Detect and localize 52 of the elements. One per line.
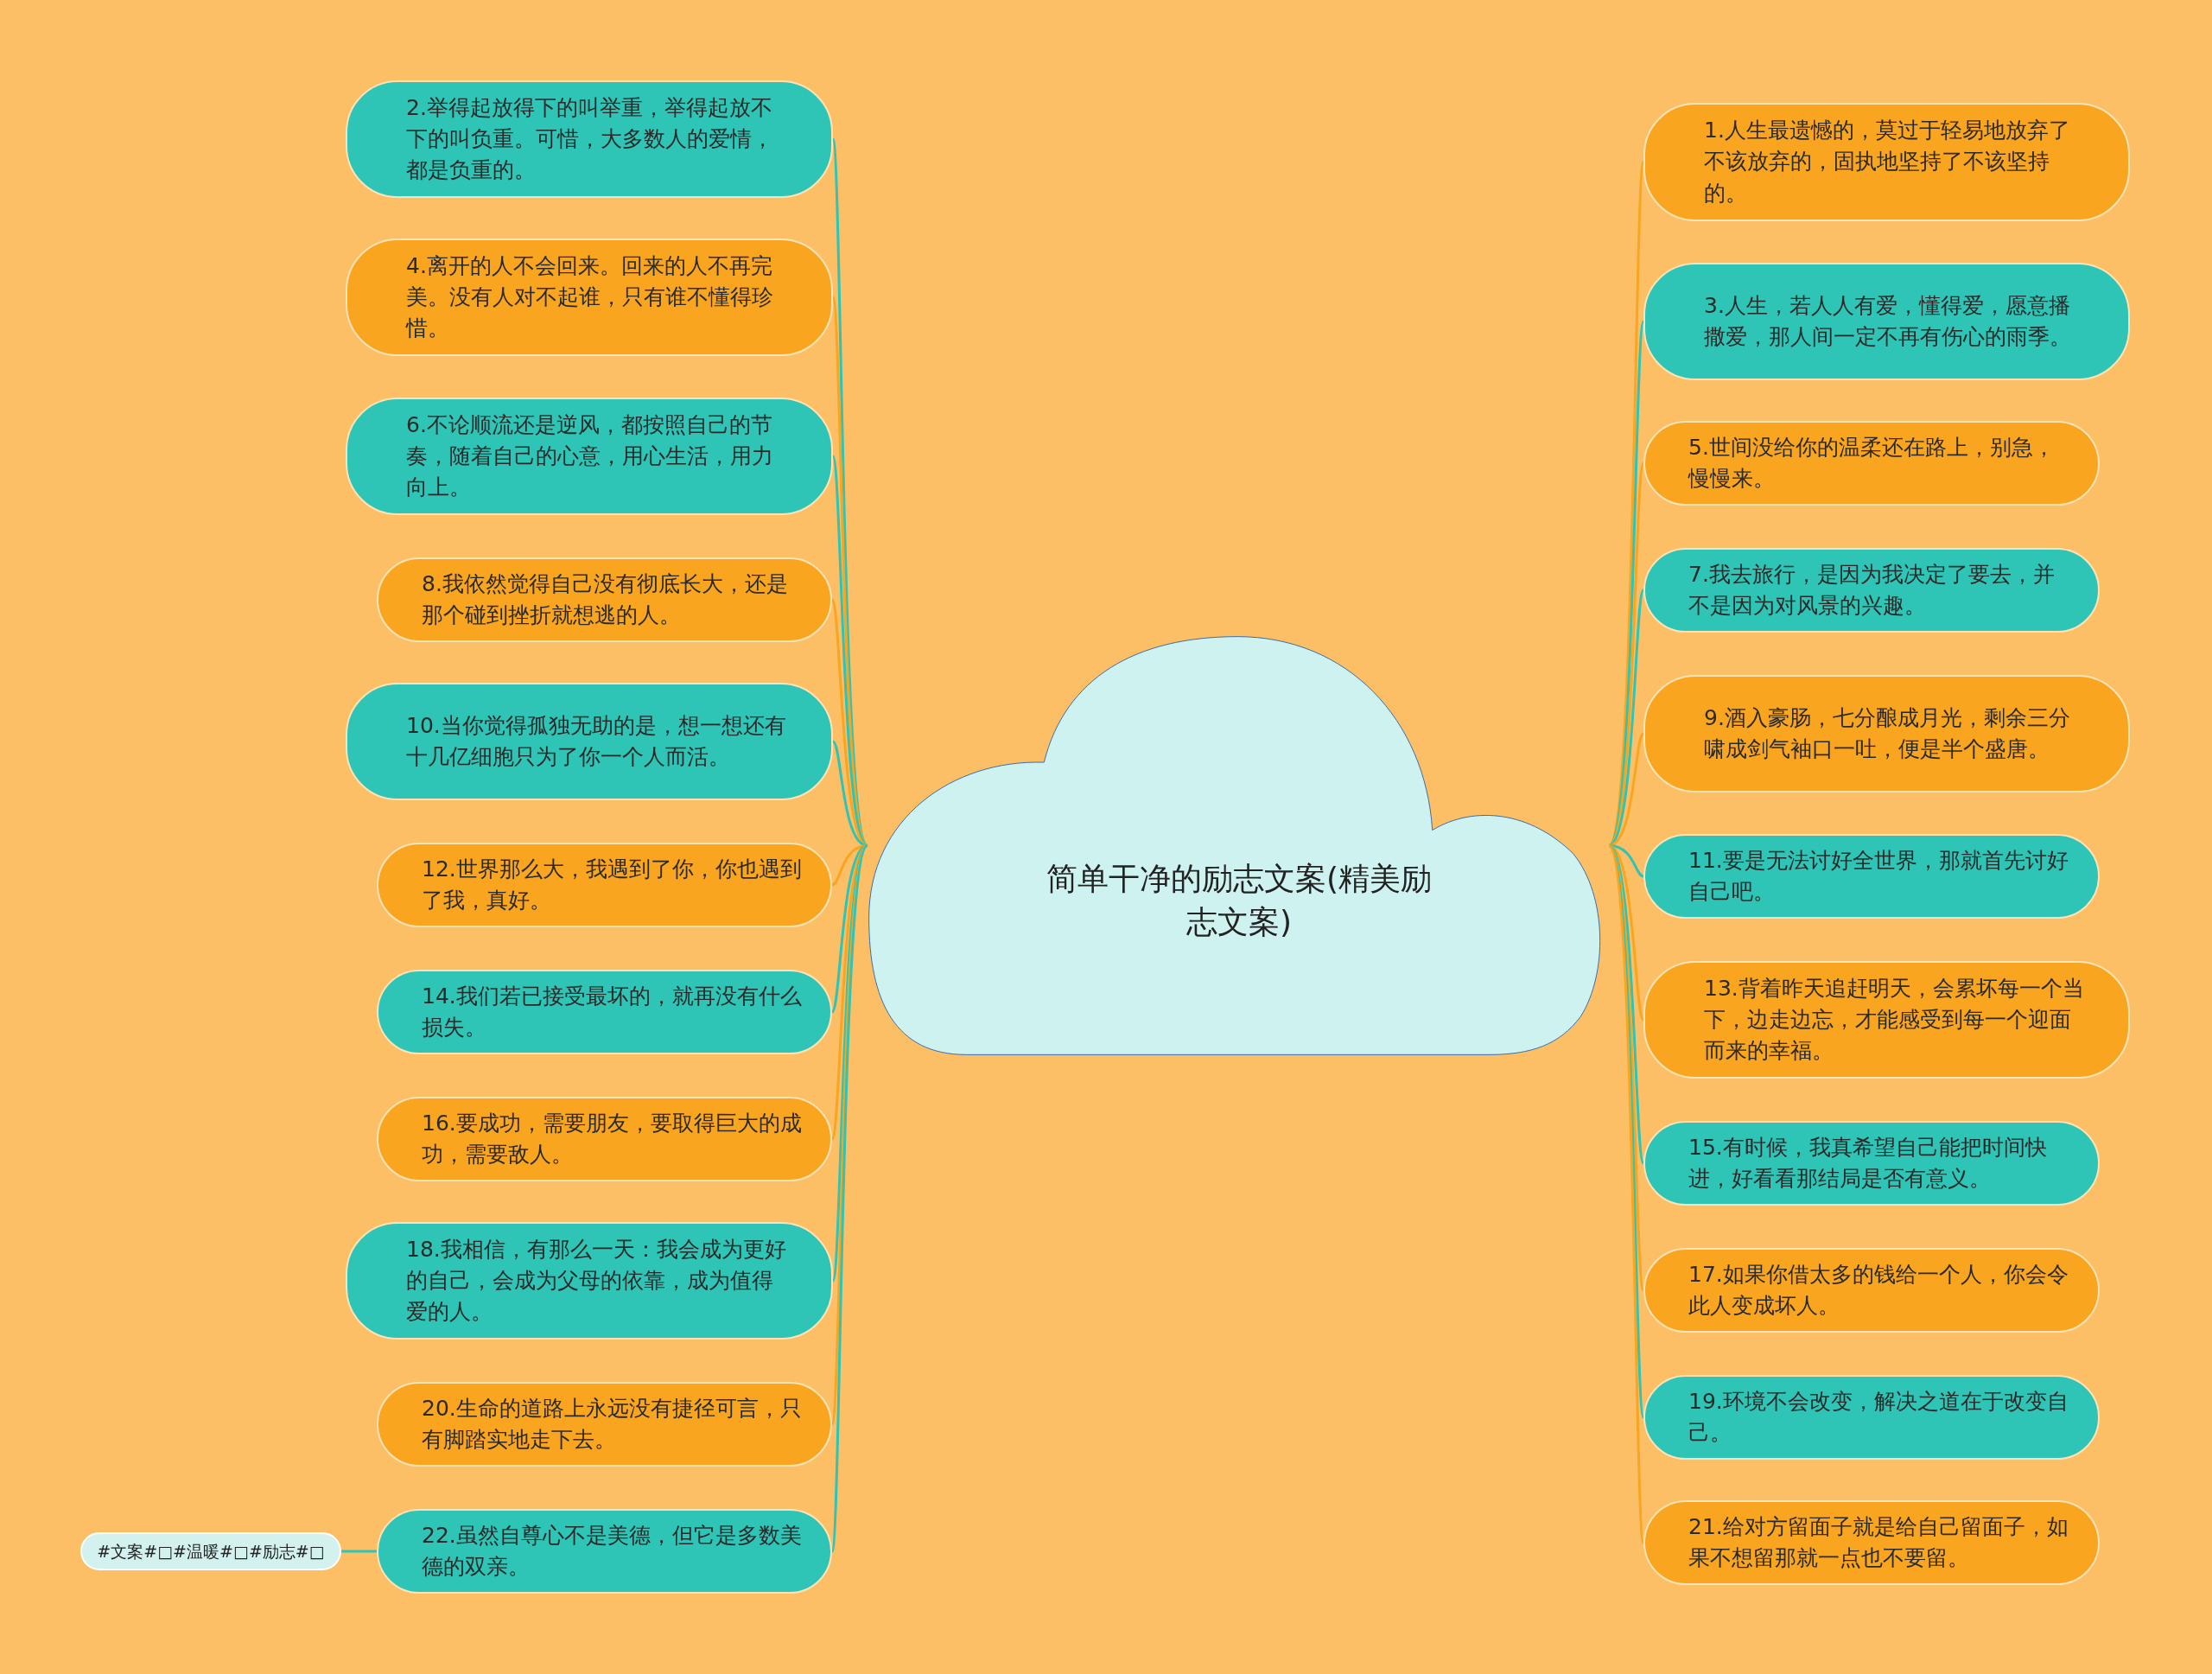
topic-pill: [1643, 1248, 2100, 1333]
quote-text: 12.世界那么大，我遇到了你，你也遇到了我，真好。: [422, 855, 803, 914]
connector-line: [830, 844, 868, 1013]
quote-text: 16.要成功，需要朋友，要取得巨大的成功，需要敌人。: [422, 1109, 803, 1168]
quote-text: 21.给对方留面子就是给自己留面子，如果不想留那就一点也不要留。: [1688, 1512, 2069, 1572]
quote-text: 17.如果你借太多的钱给一个人，你会令此人变成坏人。: [1688, 1260, 2069, 1320]
topic-pill: [1643, 421, 2100, 506]
topic-pill: [1643, 1500, 2100, 1585]
quote-text: 9.酒入豪肠，七分酿成月光，剩余三分啸成剑气袖口一吐，便是半个盛唐。: [1704, 703, 2071, 763]
topic-pill: [377, 1382, 832, 1467]
topic-pill: [1643, 1121, 2100, 1206]
connector-line: [1608, 589, 1645, 847]
connector-line: [831, 455, 869, 847]
topic-pill: [346, 239, 833, 356]
quote-text: 4.离开的人不会回来。回来的人不再完美。没有人对不起谁，只有谁不懂得珍惜。: [406, 251, 774, 343]
connector-line: [830, 599, 868, 847]
central-topic-text: 简单干净的励志文案(精美励志文案): [1045, 859, 1433, 941]
connector-line: [1607, 844, 1645, 1291]
quote-text: 6.不论顺流还是逆风，都按照自己的节奏，随着自己的心意，用心生活，用力向上。: [406, 411, 774, 502]
quote-text: 22.虽然自尊心不是美德，但它是多数美德的双亲。: [422, 1521, 803, 1581]
quote-text: 10.当你觉得孤独无助的是，想一想还有十几亿细胞只为了你一个人而活。: [406, 711, 787, 771]
quote-text: 14.我们若已接受最坏的，就再没有什么损失。: [422, 982, 803, 1041]
tag-text: #文案#□#温暖#□#励志#□: [97, 1541, 325, 1562]
quote-text: 15.有时候，我真希望自己能把时间快进，好看看那结局是否有意义。: [1688, 1133, 2048, 1193]
quote-text: 20.生命的道路上永远没有捷径可言，只有脚踏实地走下去。: [422, 1394, 803, 1454]
quote-text: 19.环境不会改变，解决之道在于改变自己。: [1688, 1387, 2069, 1447]
topic-pill: [1643, 263, 2130, 380]
connector-line: [1607, 844, 1645, 1544]
quote-text: 13.背着昨天追赶明天，会累坏每一个当下，边走边忘，才能感受到每一个迎面而来的幸福。: [1704, 974, 2085, 1066]
quote-text: 8.我依然觉得自己没有彻底长大，还是那个碰到挫折就想逃的人。: [422, 570, 789, 629]
connector-line: [830, 844, 869, 1552]
quote-text: 5.世间没给你的温柔还在路上，别急，慢慢来。: [1688, 433, 2056, 493]
topic-pill: [346, 398, 833, 515]
quote-text: 1.人生最遗憾的，莫过于轻易地放弃了不该放弃的，固执地坚持了不该坚持的。: [1704, 117, 2071, 207]
quote-text: 11.要是无法讨好全世界，那就首先讨好自己吧。: [1688, 846, 2069, 906]
topic-pill: [346, 1222, 833, 1340]
connector-line: [341, 1550, 377, 1553]
connector-line: [1607, 462, 1645, 847]
topic-pill: [1643, 103, 2130, 221]
tag-pill: [80, 1532, 341, 1570]
connector-line: [831, 844, 869, 1282]
topic-pill: [1643, 548, 2100, 633]
quote-text: 18.我相信，有那么一天：我会成为更好的自己，会成为父母的依靠，成为值得爱的人。: [406, 1235, 787, 1327]
topic-pill: [1643, 1375, 2100, 1460]
quote-text: 7.我去旅行，是因为我决定了要去，并不是因为对风景的兴趣。: [1688, 560, 2056, 620]
topic-pill: [346, 80, 833, 198]
connector-line: [1608, 844, 1644, 878]
topic-pill: [377, 1097, 832, 1181]
quote-text: 3.人生，若人人有爱，懂得爱，愿意播撒爱，那人间一定不再有伤心的雨季。: [1704, 291, 2072, 351]
quote-text: 2.举得起放得下的叫举重，举得起放不下的叫负重。可惜，大多数人的爱情，都是负重的。: [406, 93, 774, 185]
topic-pill: [377, 1509, 832, 1594]
topic-pill: [377, 557, 832, 642]
